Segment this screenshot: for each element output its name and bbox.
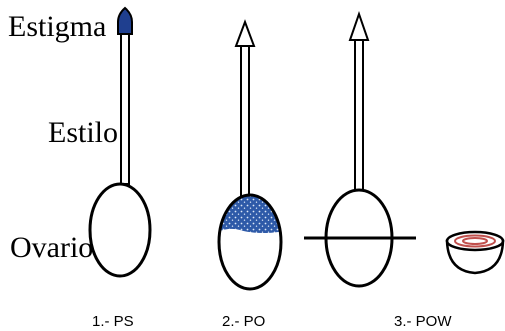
label-estilo: Estilo — [48, 116, 118, 149]
label-ovario: Ovario — [10, 231, 93, 264]
pistil-3 — [304, 14, 416, 286]
ovary-half-bowl — [447, 232, 503, 273]
label-estigma: Estigma — [8, 10, 106, 43]
caption-po: 2.- PO — [222, 313, 265, 330]
style-1 — [121, 34, 129, 184]
stigma-2 — [236, 22, 254, 46]
stigma-3 — [350, 14, 368, 40]
caption-ps: 1.- PS — [92, 313, 134, 330]
style-2 — [241, 46, 249, 196]
stigma-1 — [118, 8, 132, 34]
caption-pow: 3.- POW — [394, 313, 452, 330]
pollen-fill-2 — [210, 190, 290, 236]
ovary-1 — [90, 184, 150, 276]
pistil-2 — [210, 22, 290, 289]
style-3 — [355, 40, 363, 190]
